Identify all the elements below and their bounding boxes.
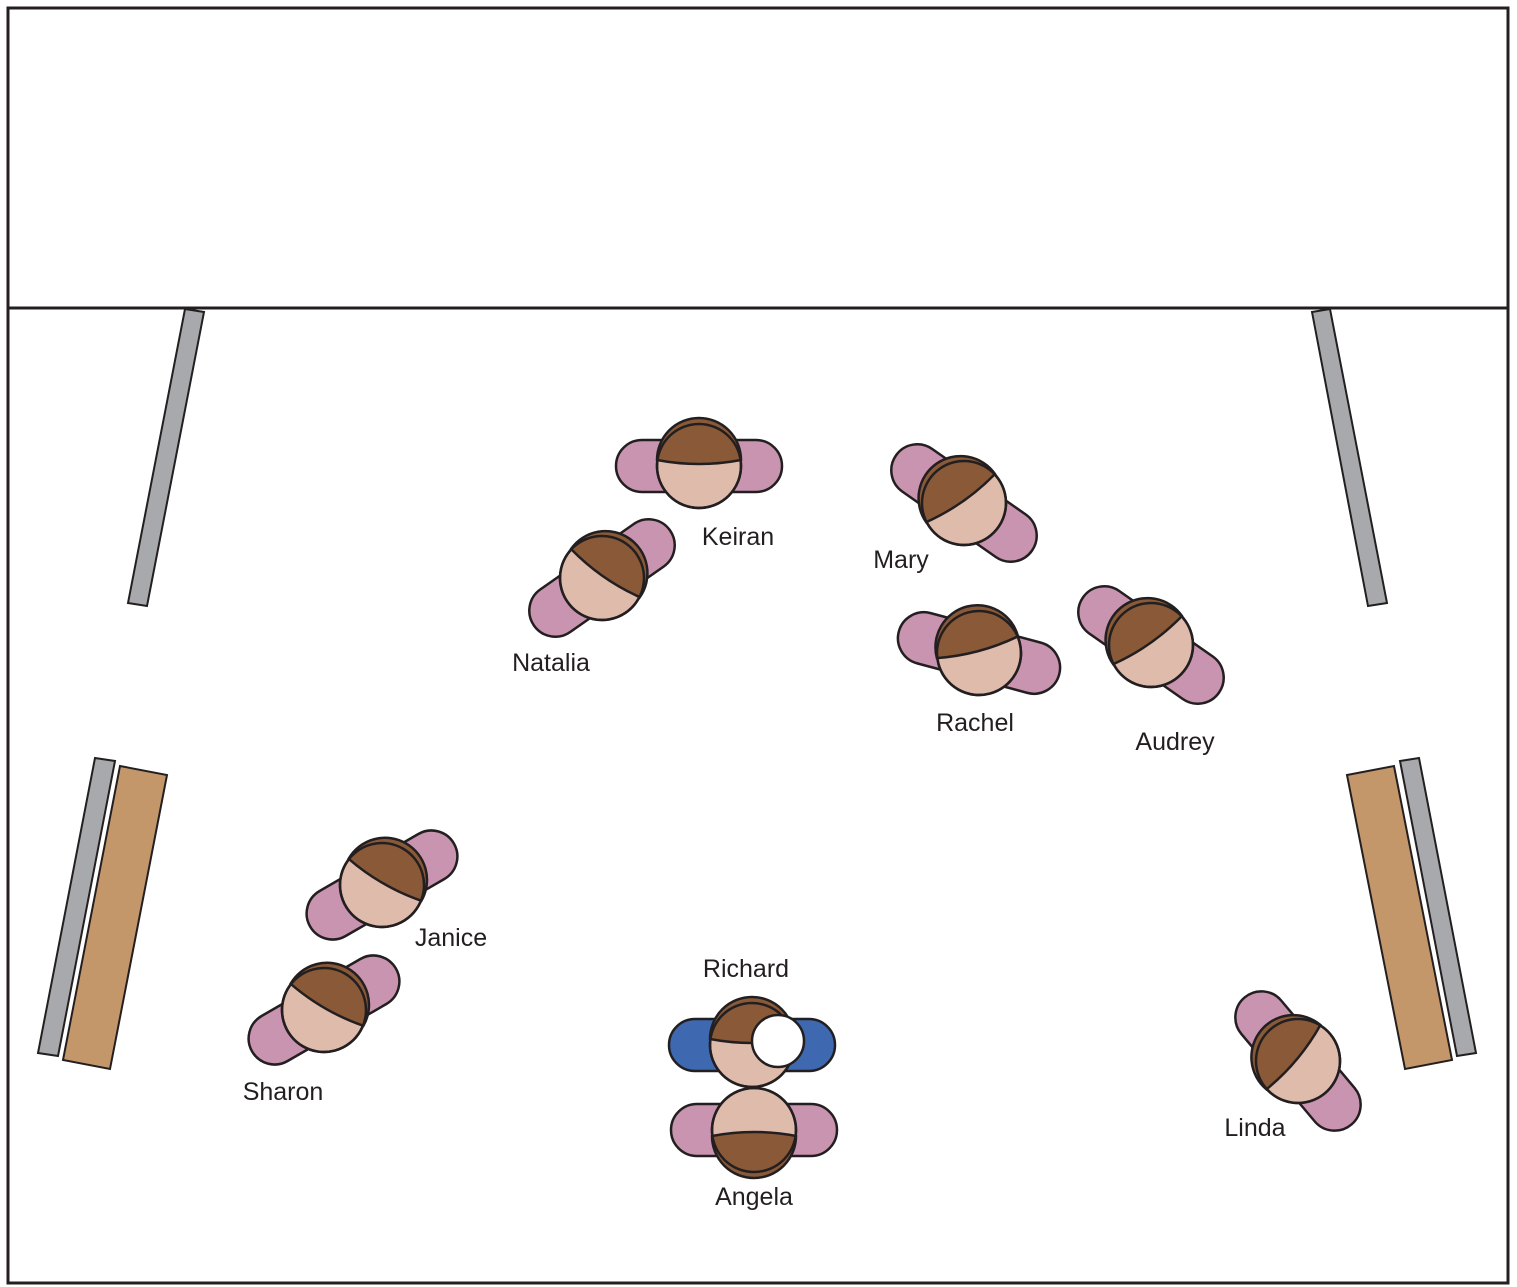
person-audrey-label: Audrey xyxy=(1135,728,1215,756)
person-mary-label: Mary xyxy=(873,546,929,574)
right-lower-wall-panel xyxy=(1398,756,1478,1058)
person-keiran-label: Keiran xyxy=(702,523,774,551)
left-upper-wall-panel xyxy=(126,307,206,608)
left-bench xyxy=(61,764,169,1071)
person-rachel: Rachel xyxy=(896,604,1062,737)
person-mary-hair xyxy=(917,454,997,524)
person-angela: Angela xyxy=(669,1086,839,1211)
person-audrey-hair xyxy=(1104,596,1184,666)
person-richard-label: Richard xyxy=(703,955,789,983)
person-rachel-label: Rachel xyxy=(936,709,1014,737)
person-natalia: Natalia xyxy=(512,518,676,677)
person-mary: Mary xyxy=(873,443,1038,574)
person-keiran: Keiran xyxy=(614,416,784,551)
person-natalia-label: Natalia xyxy=(512,649,590,677)
person-linda: Linda xyxy=(1224,990,1362,1142)
right-bench xyxy=(1345,764,1454,1071)
person-linda-hair xyxy=(1250,1013,1322,1091)
person-richard: Richard xyxy=(667,955,837,1089)
person-sharon-label: Sharon xyxy=(243,1078,324,1106)
right-upper-wall-panel xyxy=(1310,307,1389,608)
person-janice-label: Janice xyxy=(415,924,487,952)
person-sharon-hair xyxy=(289,961,371,1028)
person-richard-marker xyxy=(750,1013,806,1069)
room-outline xyxy=(6,6,1510,1285)
person-sharon: Sharon xyxy=(243,954,401,1106)
person-linda-label: Linda xyxy=(1224,1114,1285,1142)
person-janice-hair xyxy=(347,836,429,903)
person-audrey: Audrey xyxy=(1077,585,1225,756)
person-janice: Janice xyxy=(305,829,487,952)
left-lower-wall-panel xyxy=(36,756,117,1058)
person-angela-label: Angela xyxy=(715,1183,793,1211)
person-natalia-hair xyxy=(569,529,649,599)
